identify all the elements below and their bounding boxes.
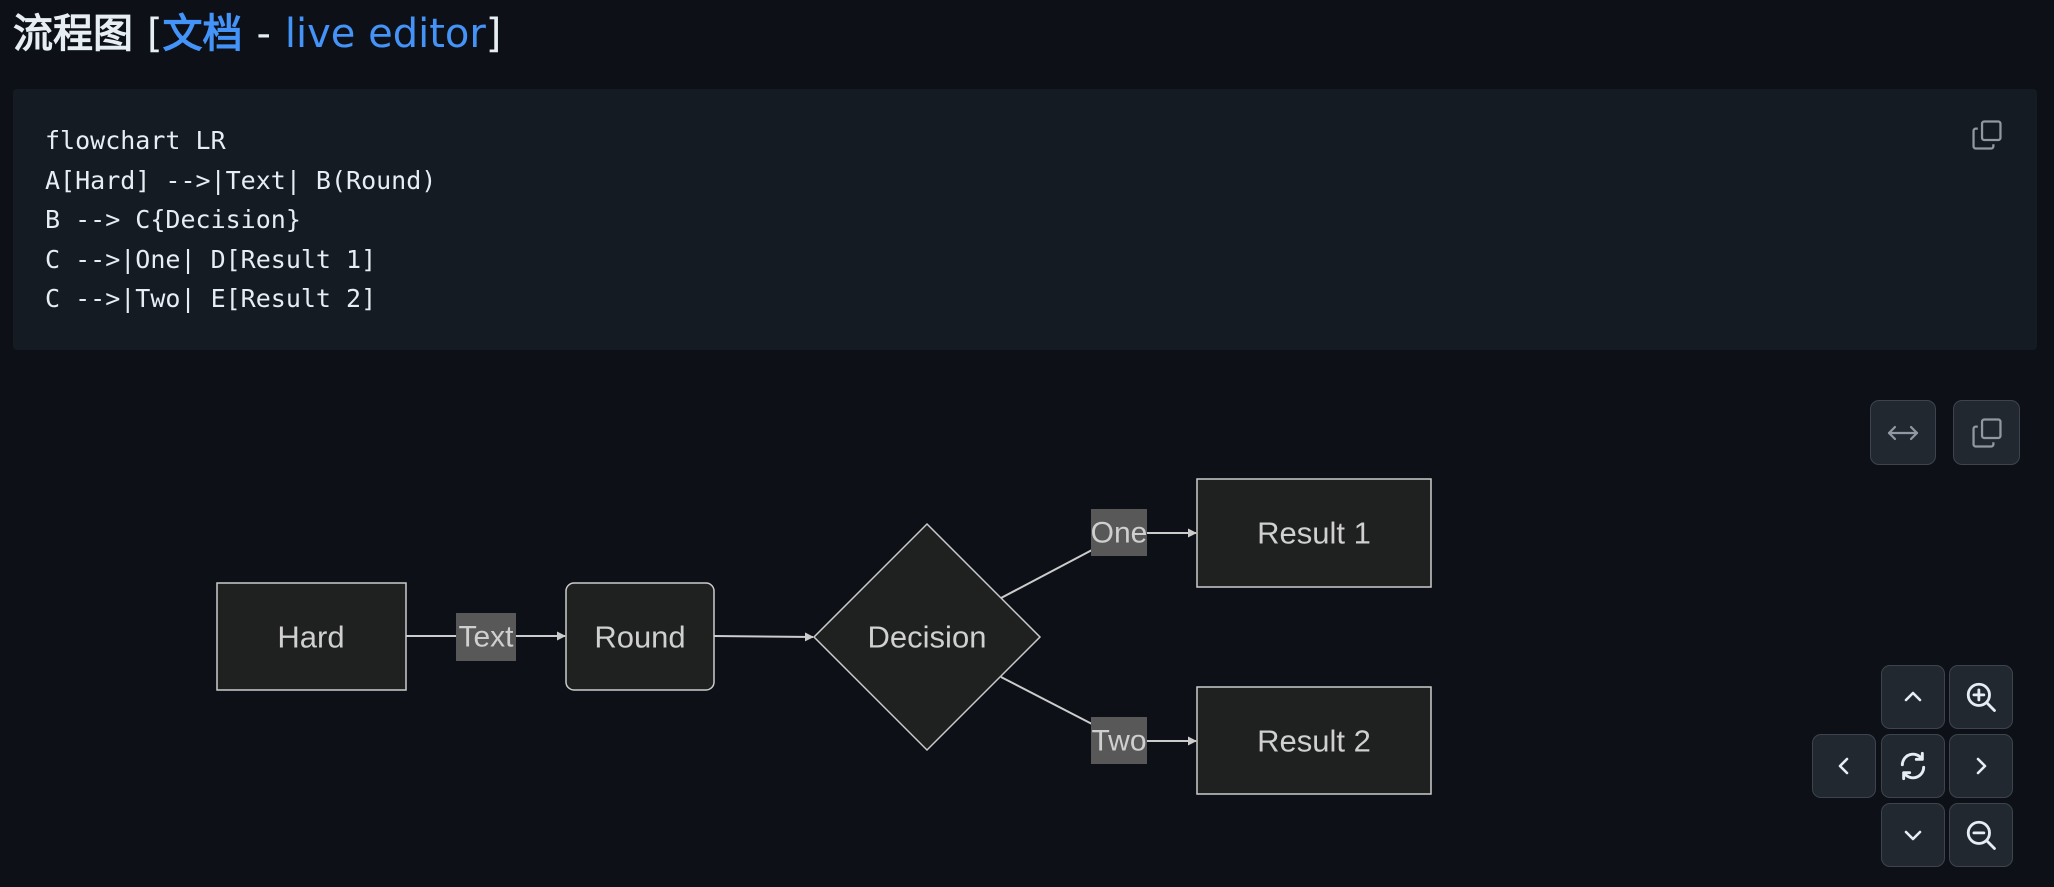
edge-decision-to-result2 (1000, 676, 1197, 746)
close-bracket: ] (485, 11, 502, 57)
fit-width-button[interactable] (1870, 400, 1936, 465)
node-round-label: Round (594, 620, 685, 655)
code-block: flowchart LR A[Hard] -->|Text| B(Round) B … (13, 89, 2037, 350)
code-line: C -->|Two| E[Result 2] (45, 284, 377, 313)
copy-icon (1972, 120, 2002, 150)
chevron-down-icon (1904, 830, 1922, 841)
edge-label-two-value: Two (1091, 725, 1146, 758)
node-hard-label: Hard (277, 620, 344, 655)
code-line: A[Hard] -->|Text| B(Round) (45, 165, 437, 195)
open-bracket: [ (146, 11, 163, 57)
chevron-up-icon (1904, 691, 1922, 702)
node-decision[interactable]: Decision (812, 522, 1042, 752)
copy-code-button[interactable] (1967, 115, 2007, 155)
zoom-in-icon (1966, 682, 1996, 712)
edge-label-text-value: Text (458, 621, 514, 654)
edge-decision-to-result1 (1000, 528, 1197, 599)
zoom-in-button[interactable] (1949, 665, 2013, 729)
node-hard[interactable]: Hard (216, 582, 407, 691)
docs-link[interactable]: 文档 (162, 11, 243, 57)
title-separator: - (256, 11, 271, 57)
title-text: 流程图 (13, 11, 133, 57)
copy-diagram-button[interactable] (1953, 400, 2020, 465)
edge-label-one-value: One (1091, 517, 1148, 550)
code-line: C -->|One| D[Result 1] (45, 244, 377, 274)
code-content: flowchart LR A[Hard] -->|Text| B(Round) B … (45, 121, 436, 319)
code-line: flowchart LR (45, 126, 226, 155)
pan-up-button[interactable] (1881, 665, 1945, 729)
zoom-out-button[interactable] (1949, 803, 2013, 867)
chevron-left-icon (1838, 757, 1849, 775)
pan-right-button[interactable] (1949, 734, 2013, 798)
node-result-1[interactable]: Result 1 (1196, 478, 1432, 588)
chevron-right-icon (1976, 757, 1987, 775)
live-editor-link[interactable]: live editor (284, 11, 486, 57)
copy-icon (1971, 417, 2002, 448)
node-result-2[interactable]: Result 2 (1196, 686, 1432, 795)
node-result-2-label: Result 2 (1257, 724, 1371, 759)
reset-view-button[interactable] (1881, 734, 1945, 798)
code-line: B --> C{Decision} (45, 205, 301, 234)
node-decision-label: Decision (868, 620, 987, 655)
zoom-out-icon (1966, 820, 1996, 850)
edge-round-to-decision (713, 632, 814, 642)
pan-down-button[interactable] (1881, 803, 1945, 867)
edge-label-text: Text (456, 613, 516, 661)
arrows-horizontal-icon (1887, 425, 1919, 440)
refresh-icon (1900, 751, 1926, 781)
edge-label-one: One (1091, 509, 1148, 556)
page-title: 流程图 [文档 - live editor] (13, 8, 501, 60)
pan-left-button[interactable] (1812, 734, 1876, 798)
edge-label-two: Two (1091, 717, 1147, 764)
node-round[interactable]: Round (565, 582, 715, 691)
node-result-1-label: Result 1 (1257, 516, 1371, 551)
